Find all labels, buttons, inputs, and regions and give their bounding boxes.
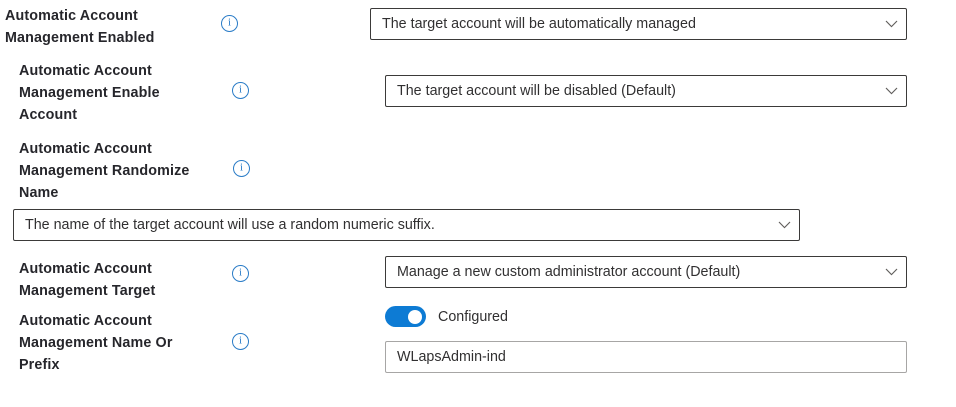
setting-label-automatic-account-management-target: Automatic Account Management Target (19, 261, 156, 299)
name-or-prefix-input-value: WLapsAdmin-ind (397, 349, 506, 365)
dropdown-automatic-account-management-enabled[interactable]: The target account will be automatically… (370, 8, 907, 40)
dropdown-selected-value: Manage a new custom administrator accoun… (397, 264, 741, 280)
name-or-prefix-input[interactable]: WLapsAdmin-ind (385, 341, 907, 373)
info-icon-glyph: i (227, 16, 232, 29)
dropdown-automatic-account-management-randomize-name[interactable]: The name of the target account will use … (13, 209, 800, 241)
dropdown-selected-value: The name of the target account will use … (25, 217, 435, 233)
chevron-down-icon (876, 257, 906, 287)
info-icon-glyph: i (239, 161, 244, 174)
info-icon[interactable]: i (232, 265, 249, 282)
info-icon[interactable]: i (232, 333, 249, 350)
info-icon-glyph: i (238, 83, 243, 96)
info-icon[interactable]: i (221, 15, 238, 32)
dropdown-automatic-account-management-target[interactable]: Manage a new custom administrator accoun… (385, 256, 907, 288)
setting-label-automatic-account-management-enable-account: Automatic Account Management Enable Acco… (19, 63, 160, 123)
chevron-down-icon (769, 210, 799, 240)
info-icon-glyph: i (238, 266, 243, 279)
setting-label-automatic-account-management-enabled: Automatic Account Management Enabled (5, 8, 155, 46)
info-icon[interactable]: i (233, 160, 250, 177)
info-icon-glyph: i (238, 334, 243, 347)
configured-toggle[interactable] (385, 306, 426, 327)
dropdown-selected-value: The target account will be disabled (Def… (397, 83, 676, 99)
toggle-knob (408, 309, 422, 324)
dropdown-selected-value: The target account will be automatically… (382, 16, 696, 32)
configured-toggle-label: Configured (438, 308, 508, 325)
configured-toggle-row: Configured (385, 306, 508, 327)
setting-label-automatic-account-management-name-or-prefix: Automatic Account Management Name Or Pre… (19, 313, 173, 373)
chevron-down-icon (876, 9, 906, 39)
dropdown-automatic-account-management-enable-account[interactable]: The target account will be disabled (Def… (385, 75, 907, 107)
setting-label-automatic-account-management-randomize-name: Automatic Account Management Randomize N… (19, 141, 190, 201)
info-icon[interactable]: i (232, 82, 249, 99)
chevron-down-icon (876, 76, 906, 106)
